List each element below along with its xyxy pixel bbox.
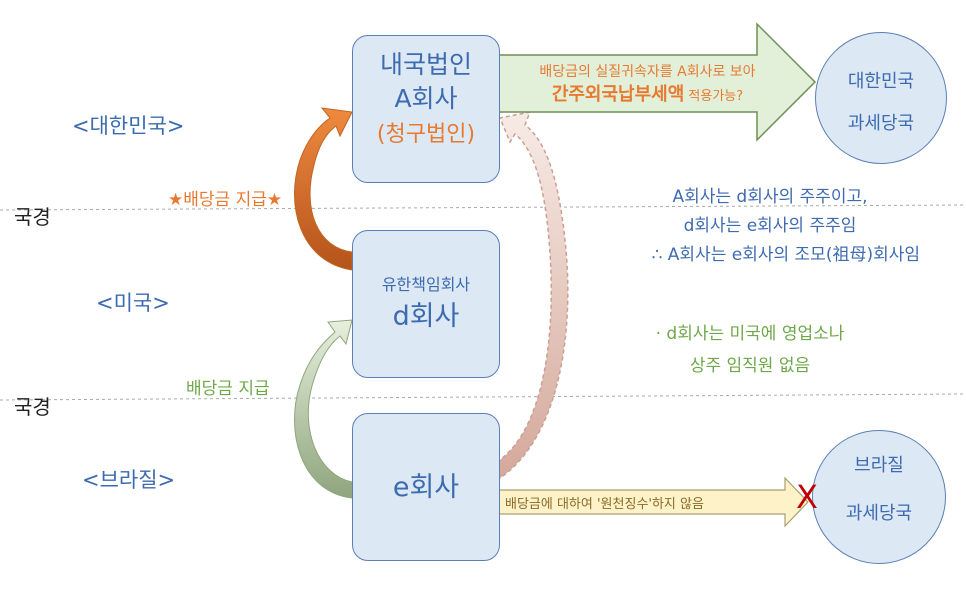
- border-line-top: [0, 204, 966, 211]
- dividend-pay-star-label: ★배당금 지급★: [168, 190, 283, 210]
- company-a-claimant: (청구법인): [376, 122, 476, 147]
- border-label-bottom: 국경: [14, 395, 51, 419]
- top-arrow-text-line2: 간주외국납부세액 적용가능?: [505, 80, 790, 106]
- top-arrow-text-line1: 배당금의 실질귀속자를 A회사로 보아: [539, 64, 756, 80]
- usa-presence-note-line1: · d회사는 미국에 영업소나: [655, 324, 845, 344]
- korea-tax-line1: 대한민국: [847, 71, 915, 92]
- country-usa-label: <미국>: [96, 291, 170, 315]
- ownership-note: A회사는 d회사의 주주이고, d회사는 e회사의 주주임 ∴ A회사는 e회사…: [560, 183, 920, 270]
- country-korea-label: <대한민국>: [72, 114, 185, 138]
- bottom-arrow-text: 배당금에 대하여 '원천징수'하지 않음: [505, 497, 704, 512]
- company-a-line1: 내국법인: [379, 50, 472, 79]
- company-e-box: e회사: [352, 413, 500, 561]
- usa-presence-note-line2: 상주 임직원 없음: [689, 356, 811, 376]
- company-e-name: e회사: [392, 472, 460, 503]
- deemed-foreign-tax-term: 간주외국납부세액: [551, 84, 685, 105]
- korea-tax-line2: 과세당국: [847, 113, 915, 134]
- brazil-tax-line1: 브라질: [854, 455, 904, 476]
- ownership-note-line2: d회사는 e회사의 주주임: [683, 216, 857, 236]
- company-a-box: 내국법인 A회사 (청구법인): [352, 35, 500, 183]
- usa-presence-note: · d회사는 미국에 영업소나 상주 임직원 없음: [600, 318, 900, 382]
- border-line-bottom: [0, 393, 966, 401]
- bottom-arrow: [497, 476, 809, 528]
- orange-dividend-arrow: [293, 107, 353, 271]
- applicable-question: 적용가능?: [684, 89, 744, 104]
- company-d-type: 유한책임회사: [381, 275, 471, 294]
- dividend-pay-label: 배당금 지급: [186, 379, 270, 399]
- green-dividend-arrow: [293, 319, 353, 499]
- ownership-note-line3: ∴ A회사는 e회사의 조모(祖母)회사임: [651, 245, 920, 265]
- ownership-note-line1: A회사는 d회사의 주주이고,: [672, 187, 868, 207]
- company-d-name: d회사: [392, 301, 460, 332]
- brazil-tax-line2: 과세당국: [845, 503, 913, 524]
- top-arrow: [497, 22, 817, 142]
- no-withholding-x-mark: X: [796, 478, 818, 516]
- pink-dashed-arrow: [496, 110, 569, 482]
- brazil-tax-authority: 브라질 과세당국: [812, 430, 946, 564]
- company-d-box: 유한책임회사 d회사: [352, 230, 500, 378]
- korea-tax-authority: 대한민국 과세당국: [815, 32, 947, 164]
- border-label-top: 국경: [14, 205, 51, 229]
- company-a-line2: A회사: [394, 84, 458, 113]
- country-brazil-label: <브라질>: [82, 468, 176, 492]
